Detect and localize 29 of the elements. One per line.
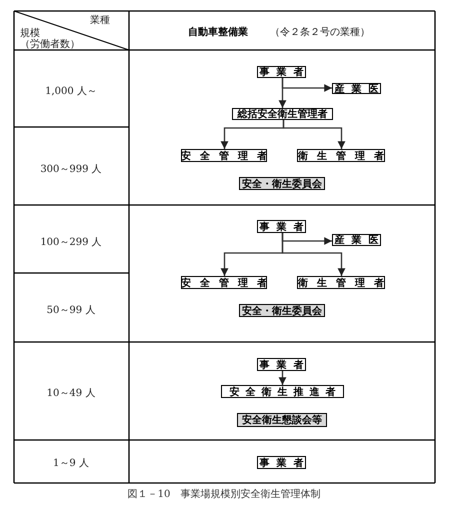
header-label: 規模 (20, 26, 40, 39)
committee-box: 安全衛生懇談会等 (237, 413, 327, 427)
row-label: 50～99 人 (46, 304, 96, 317)
arrow (282, 120, 346, 149)
row-label: 100～299 人 (40, 236, 102, 249)
header-label: 業種 (90, 14, 110, 27)
header-label: （令２条２号の業種） (270, 26, 370, 39)
role-box: 事業者 (257, 358, 306, 371)
row-label: 300～999 人 (40, 163, 102, 176)
role-box: 産業医 (332, 83, 381, 94)
role-box: 安全衛生推進者 (221, 385, 344, 398)
row-label: 1,000 人～ (45, 85, 97, 98)
arrow (278, 371, 286, 385)
committee-box: 安全・衛生委員会 (239, 177, 325, 190)
heading: 自動車整備業 (188, 26, 248, 39)
role-box: 事業者 (257, 66, 306, 78)
committee-box: 安全・衛生委員会 (239, 304, 325, 317)
row-label: 1～9 人 (53, 457, 89, 470)
role-box: 事業者 (257, 220, 306, 233)
arrow (282, 233, 346, 276)
role-box: 衛生管理者 (297, 149, 385, 162)
arrow (278, 78, 286, 108)
caption: 図１－10 事業場規模別安全衛生管理体制 (128, 488, 320, 501)
role-box: 衛生管理者 (297, 276, 385, 289)
header-label: （労働者数） (20, 38, 80, 51)
role-box: 産業医 (332, 234, 381, 246)
role-box: 事業者 (257, 456, 306, 469)
role-box: 総括安全衛生管理者 (232, 108, 333, 120)
row-label: 10～49 人 (46, 387, 96, 400)
